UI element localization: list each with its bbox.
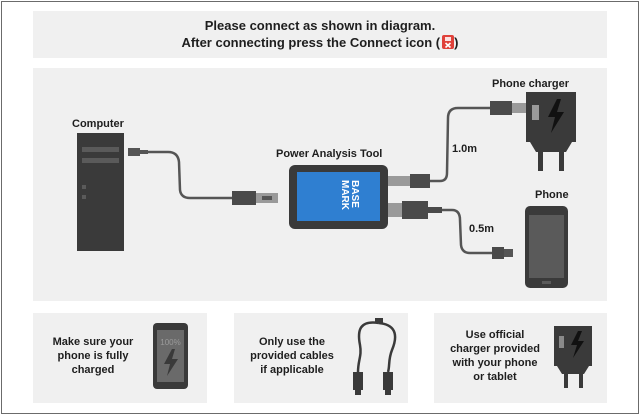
instruction-line-1: Please connect as shown in diagram. — [204, 18, 436, 33]
computer-label: Computer — [72, 118, 124, 130]
tip-text-cables: Only use the provided cables if applicab… — [244, 335, 340, 377]
instruction-line-2: After connecting press the Connect icon … — [33, 34, 607, 51]
basemark-logo: BASE MARK — [339, 180, 360, 210]
tip-charged-line-3: charged — [71, 364, 115, 376]
phone-label: Phone — [535, 189, 569, 201]
basemark-logo-line-2: MARK — [339, 180, 350, 210]
power-analysis-tool-label: Power Analysis Tool — [276, 148, 383, 160]
tip-charger-line-2: charger provided — [450, 343, 540, 355]
tip-charger-line-3: with your phone — [452, 357, 538, 369]
phone-charger-icon — [526, 92, 576, 171]
usb-disconnected-icon — [442, 35, 455, 49]
tip-text-charged: Make sure your phone is fully charged — [40, 335, 146, 377]
power-analysis-tool-icon — [289, 165, 388, 229]
tip-text-charger: Use official charger provided with your … — [444, 328, 546, 384]
usb-cable-computer — [128, 148, 278, 205]
instruction-line-2-text: After connecting press the Connect icon … — [181, 35, 441, 50]
tip-cables-line-2: provided cables — [250, 350, 334, 362]
usb-cable-charger — [388, 101, 526, 188]
tip-cables-line-1: Only use the — [258, 336, 326, 348]
instruction-line-2-end: ) — [454, 35, 459, 50]
cable-length-05m-label: 0.5m — [469, 223, 495, 235]
usb-cable-phone — [388, 201, 513, 259]
tip-cables-line-3: if applicable — [260, 364, 324, 376]
battery-level-text: 100% — [160, 338, 181, 347]
tip-charged-line-1: Make sure your — [52, 336, 134, 348]
tip-charged-line-2: phone is fully — [57, 350, 129, 362]
cable-length-1m-label: 1.0m — [452, 143, 478, 155]
instructions-header: Please connect as shown in diagram. Afte… — [33, 11, 607, 58]
computer-icon — [77, 133, 124, 251]
tip-charger-line-1: Use official — [465, 329, 525, 341]
phone-charger-label: Phone charger — [492, 78, 570, 90]
phone-icon — [525, 206, 568, 288]
basemark-logo-line-1: BASE — [349, 180, 360, 208]
tip-charger-line-4: or tablet — [473, 371, 517, 383]
